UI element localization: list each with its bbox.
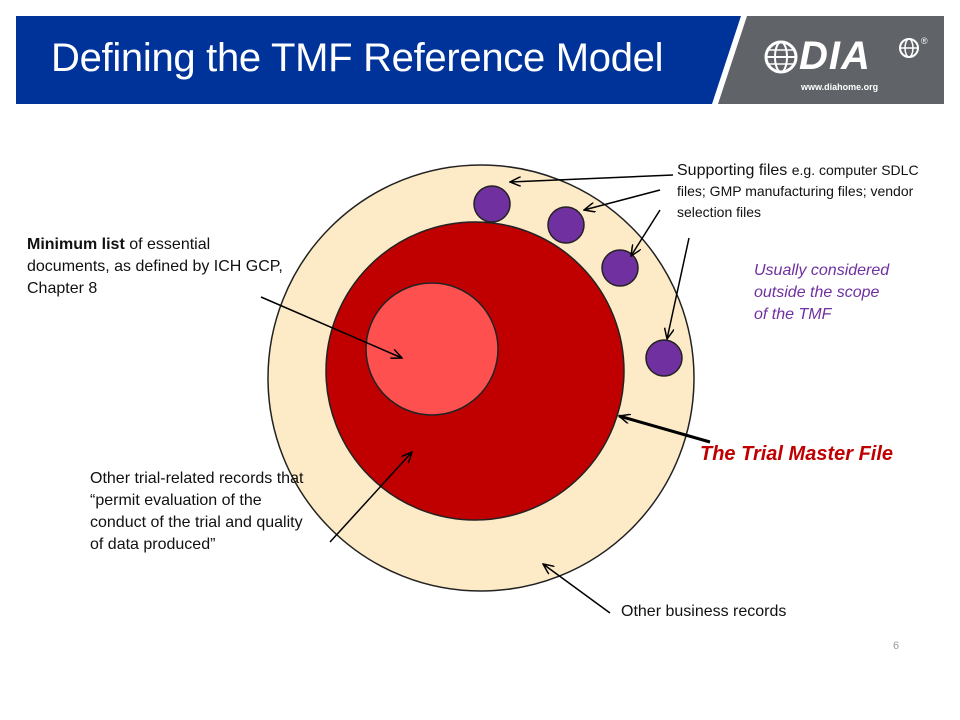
arrow-minimum-list [260, 296, 402, 358]
banner-background [16, 16, 944, 104]
minimum-list-bold: Minimum list [27, 236, 125, 253]
minimum-list-label: Minimum list of essential documents, as … [27, 234, 297, 300]
supporting-files-examples: e.g. computer SDLC files; GMP manufactur… [677, 162, 919, 220]
arrow-trial-master-file [619, 416, 711, 444]
arrow-supporting-4 [667, 237, 690, 339]
logo-panel [718, 16, 944, 104]
arrow-business-records [543, 564, 611, 614]
outside-scope-note: Usually considered outside the scope of … [754, 262, 890, 323]
arrow-supporting-3 [631, 209, 661, 256]
logo-url: www.diahome.org [801, 82, 879, 92]
supporting-file-circle-3 [601, 249, 639, 287]
slide-number: 6 [893, 640, 900, 652]
page-title: Defining the TMF Reference Model [51, 36, 664, 80]
globe-icon [764, 40, 798, 74]
arrow-supporting-1 [510, 174, 674, 182]
banner-blue-panel [16, 16, 741, 104]
supporting-files-main: Supporting files [677, 162, 792, 179]
title-banner: Defining the TMF Reference Model DIA ® w… [0, 0, 960, 104]
arrow-other-trial [329, 452, 412, 543]
minimum-list-rest: of essential documents, as defined by IC… [27, 236, 283, 297]
trial-master-file-label: The Trial Master File [700, 443, 894, 465]
minimum-list-circle [365, 282, 499, 416]
supporting-file-circle-4 [645, 339, 683, 377]
dia-logo: DIA [799, 34, 871, 78]
business-records-label: Other business records [621, 603, 787, 620]
arrow-supporting-2 [584, 189, 661, 210]
supporting-file-circle-1 [473, 185, 511, 223]
globe-small-icon [899, 38, 919, 58]
supporting-file-circle-2 [547, 206, 585, 244]
registered-mark: ® [921, 36, 928, 46]
supporting-files-label: Supporting files e.g. computer SDLC file… [677, 160, 927, 223]
other-trial-records-label: Other trial-related records that “permit… [90, 470, 304, 553]
